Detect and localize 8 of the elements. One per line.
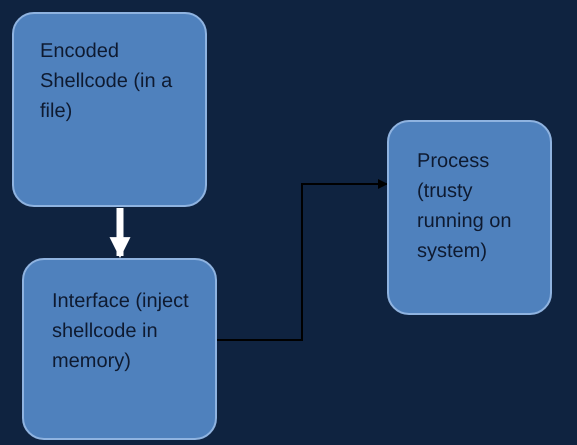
- process-box: [22, 258, 217, 440]
- box-label: Interface (inject shellcode in memory): [52, 289, 190, 374]
- process-box: [387, 120, 552, 315]
- arrow: [217, 179, 388, 341]
- process-box: [12, 12, 207, 207]
- box-label: Encoded Shellcode (in a file): [40, 39, 174, 124]
- arrow: [110, 208, 130, 258]
- box-label: Process (trusty running on system): [417, 149, 513, 264]
